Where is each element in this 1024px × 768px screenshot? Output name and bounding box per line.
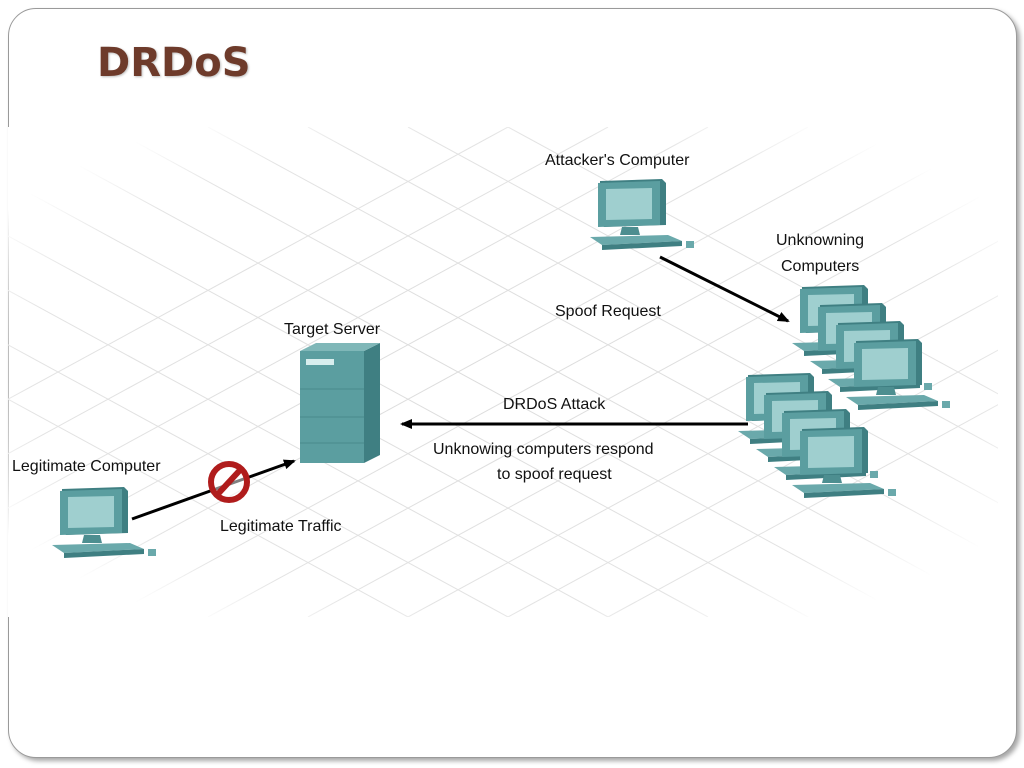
spoof-request-label: Spoof Request (555, 303, 661, 320)
legitimate-computer-label: Legitimate Computer (12, 458, 161, 475)
spoof-request-arrow (659, 255, 790, 323)
slide-title: DRDoS (97, 40, 251, 86)
network-diagram (8, 127, 998, 617)
target-server-label: Target Server (284, 321, 381, 338)
unknowning-computers-label-1: Unknowning (776, 232, 865, 249)
respond-label-2: to spoof request (497, 466, 612, 483)
unknowning-computers-label-2: Computers (781, 258, 860, 275)
legitimate-traffic-label: Legitimate Traffic (220, 518, 342, 535)
respond-label-1: Unknowing computers respond (433, 441, 654, 458)
attacker-computer-label: Attacker's Computer (545, 152, 690, 169)
target-server-icon (299, 342, 381, 464)
blocked-icon (208, 461, 250, 503)
drdos-attack-label: DRDoS Attack (503, 396, 606, 413)
